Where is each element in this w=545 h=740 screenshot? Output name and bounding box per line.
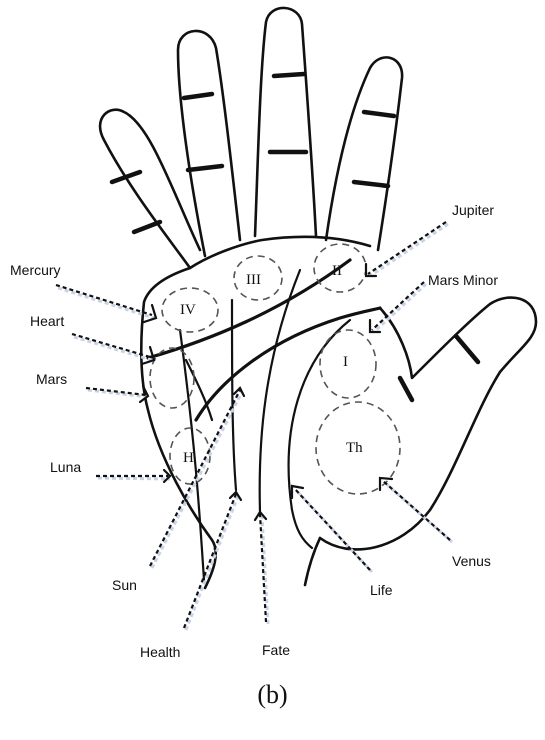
mount-i-label: I [343,354,348,370]
label-fate: Fate [262,642,290,658]
venus-arrow [380,478,452,542]
label-venus: Venus [452,553,491,569]
mount-th-label: Th [346,440,363,456]
label-heart: Heart [30,313,64,329]
label-sun: Sun [112,577,137,593]
mars-arrow [86,386,148,402]
figure-caption: (b) [0,680,545,710]
luna-arrow [96,470,170,482]
label-luna: Luna [50,459,81,475]
label-jupiter: Jupiter [452,202,494,218]
label-health: Health [140,644,180,660]
fate-arrow [255,512,268,624]
mercury-arrow [56,285,156,322]
mount-iii-label: III [246,272,261,288]
mount-h-label: H [183,450,194,466]
label-mars: Mars [36,371,67,387]
mount-iv-label: IV [180,302,196,318]
hand-outline [100,8,536,588]
mount-ii-label: II [332,263,342,279]
head-line [196,308,380,420]
life-arrow [292,486,372,572]
label-mercury: Mercury [10,262,61,278]
labels: Mercury Heart Mars Luna Sun Health Fate … [10,202,498,660]
label-mars-minor: Mars Minor [428,272,498,288]
mount-i-ellipse [320,330,376,398]
label-life: Life [370,582,393,598]
